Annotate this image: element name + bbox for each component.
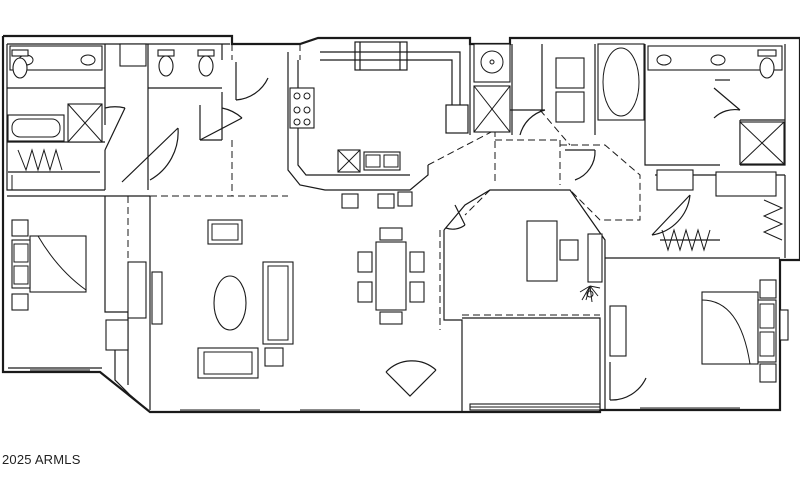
interior-walls [6, 41, 786, 413]
bathtub-icon [7, 114, 65, 142]
room-boundaries [104, 44, 641, 330]
toilet-icon [757, 49, 777, 79]
bathtub-icon [597, 43, 645, 121]
doors [104, 62, 741, 401]
bath-fixtures [7, 43, 785, 165]
sink-icon [656, 54, 672, 66]
stove-icon [289, 87, 315, 129]
shower-icon [473, 85, 511, 133]
sink-icon [710, 54, 726, 66]
kitchen [289, 87, 413, 209]
shower-icon [67, 103, 103, 143]
exterior-walls [1, 34, 800, 414]
plant-icon [579, 285, 601, 303]
copyright-text: 2025 ARMLS [2, 452, 81, 467]
toilet-icon [157, 49, 175, 77]
dining-table [357, 227, 425, 325]
windows [30, 309, 789, 411]
sink-icon [480, 50, 504, 74]
living-room [105, 219, 294, 379]
laundry [656, 169, 777, 197]
bed-left [11, 219, 87, 311]
bed-right [609, 279, 777, 383]
sink-icon [363, 151, 401, 171]
toilet-icon [197, 49, 215, 77]
bar-stools [341, 191, 413, 209]
shower-icon [739, 121, 785, 165]
toilet-icon [11, 49, 29, 79]
sink-icon [80, 54, 96, 66]
den [526, 220, 603, 303]
